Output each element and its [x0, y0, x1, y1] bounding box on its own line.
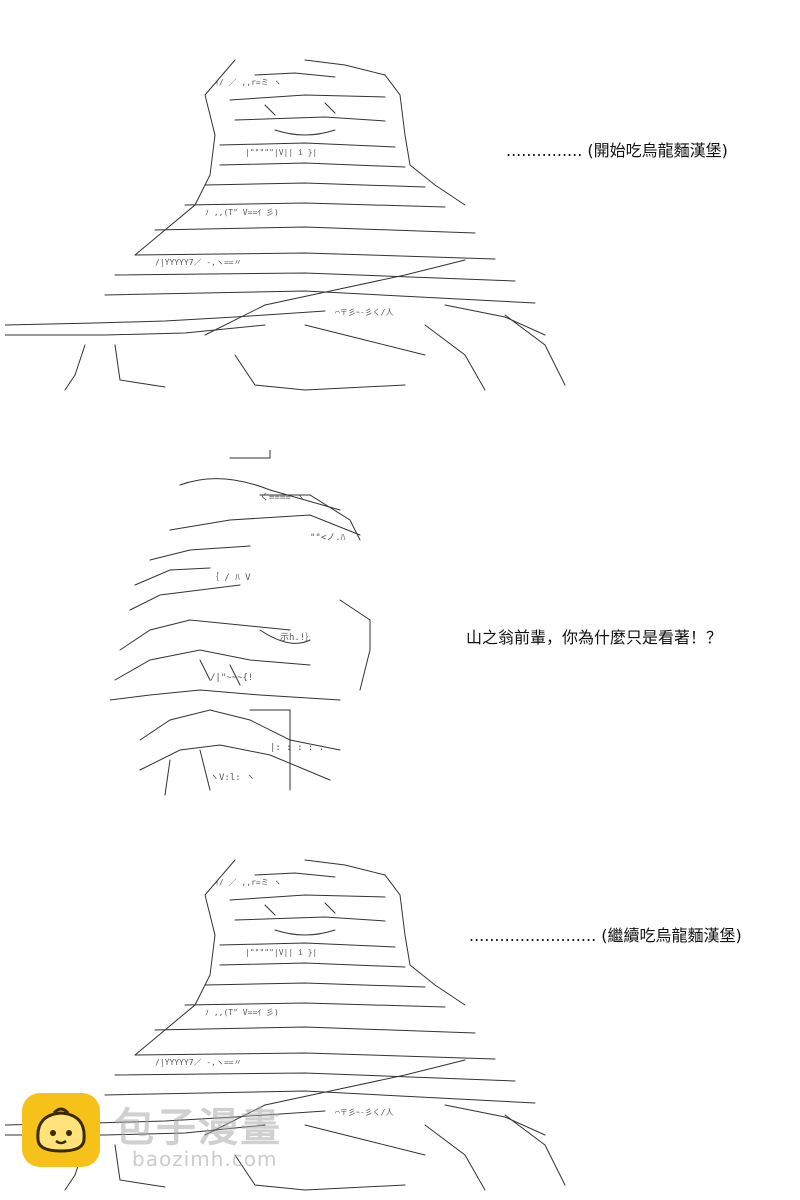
svg-text:|: : : : :: |: : : : :: [270, 743, 324, 753]
svg-text:ｨ/ ／ ,,r=ミ ヽ: ｨ/ ／ ,,r=ミ ヽ: [215, 78, 282, 87]
panel-3: ｨ/ ／ ,,r=ミ ヽ |"""""|V|| i }| ﾉ ,,(T" V==…: [0, 820, 800, 1200]
svg-text:/|YYYYY7／ -,ヽ==〃: /|YYYYY7／ -,ヽ==〃: [155, 258, 242, 267]
svg-text:""<ノ.ﾊ: ""<ノ.ﾊ: [310, 533, 346, 543]
svg-text:｛ / ﾊ V: ｛ / ﾊ V: [210, 572, 251, 583]
bun-face-icon: [36, 1107, 86, 1153]
ascii-art-face-svg: く==== ヽ ""<ノ.ﾊ ｛ / ﾊ V 示h.!｝ /|"~~~{! |:…: [110, 450, 371, 796]
svg-text:示h.!｝: 示h.!｝: [280, 632, 314, 643]
site-watermark: 包子漫畫 baozimh.com: [22, 1093, 312, 1173]
ascii-art-face-closeup: く==== ヽ ""<ノ.ﾊ ｛ / ﾊ V 示h.!｝ /|"~~~{! |:…: [110, 450, 410, 800]
svg-text:ﾉ ,,(T" V==ｲ 彡): ﾉ ,,(T" V==ｲ 彡): [205, 1008, 279, 1017]
svg-text:ｨ/ ／ ,,r=ミ ヽ: ｨ/ ／ ,,r=ミ ヽ: [215, 878, 282, 887]
svg-text:⌒〒彡ｰ-彡く/人: ⌒〒彡ｰ-彡く/人: [335, 308, 393, 317]
panel-1-caption: ............... (開始吃烏龍麵漢堡): [506, 141, 728, 160]
watermark-url: baozimh.com: [132, 1147, 278, 1171]
watermark-title: 包子漫畫: [114, 1105, 282, 1151]
panel-2-caption: 山之翁前輩，你為什麼只是看著！？: [466, 628, 723, 647]
svg-text:/|"~~~{!: /|"~~~{!: [210, 673, 253, 683]
ascii-art-figure-svg: ｨ/ ／ ,,r=ミ ヽ |"""""|V|| i }| ﾉ ,,(T" V==…: [5, 59, 566, 391]
svg-text:ヽV:l: ヽ: ヽV:l: ヽ: [210, 773, 255, 783]
svg-text:⌒〒彡ｰ-彡く/人: ⌒〒彡ｰ-彡く/人: [335, 1108, 393, 1117]
svg-text:/|YYYYY7／ -,ヽ==〃: /|YYYYY7／ -,ヽ==〃: [155, 1058, 242, 1067]
panel-1: ｨ/ ／ ,,r=ミ ヽ |"""""|V|| i }| ﾉ ,,(T" V==…: [0, 0, 800, 400]
ascii-art-figure-svg-2: ｨ/ ／ ,,r=ミ ヽ |"""""|V|| i }| ﾉ ,,(T" V==…: [5, 859, 566, 1191]
ascii-art-hooded-figure-eating: ｨ/ ／ ,,r=ミ ヽ |"""""|V|| i }| ﾉ ,,(T" V==…: [5, 55, 605, 395]
bun-mascot-icon: [22, 1093, 100, 1167]
svg-text:|"""""|V|| i }|: |"""""|V|| i }|: [245, 148, 317, 157]
svg-text:ﾉ ,,(T" V==ｲ 彡): ﾉ ,,(T" V==ｲ 彡): [205, 208, 279, 217]
ascii-art-hooded-figure-eating-repeat: ｨ/ ／ ,,r=ミ ヽ |"""""|V|| i }| ﾉ ,,(T" V==…: [5, 855, 605, 1195]
panel-3-caption: ......................... (繼續吃烏龍麵漢堡): [469, 926, 742, 945]
panel-2: く==== ヽ ""<ノ.ﾊ ｛ / ﾊ V 示h.!｝ /|"~~~{! |:…: [0, 400, 800, 820]
svg-text:く==== ヽ: く==== ヽ: [260, 493, 305, 503]
svg-text:|"""""|V|| i }|: |"""""|V|| i }|: [245, 948, 317, 957]
